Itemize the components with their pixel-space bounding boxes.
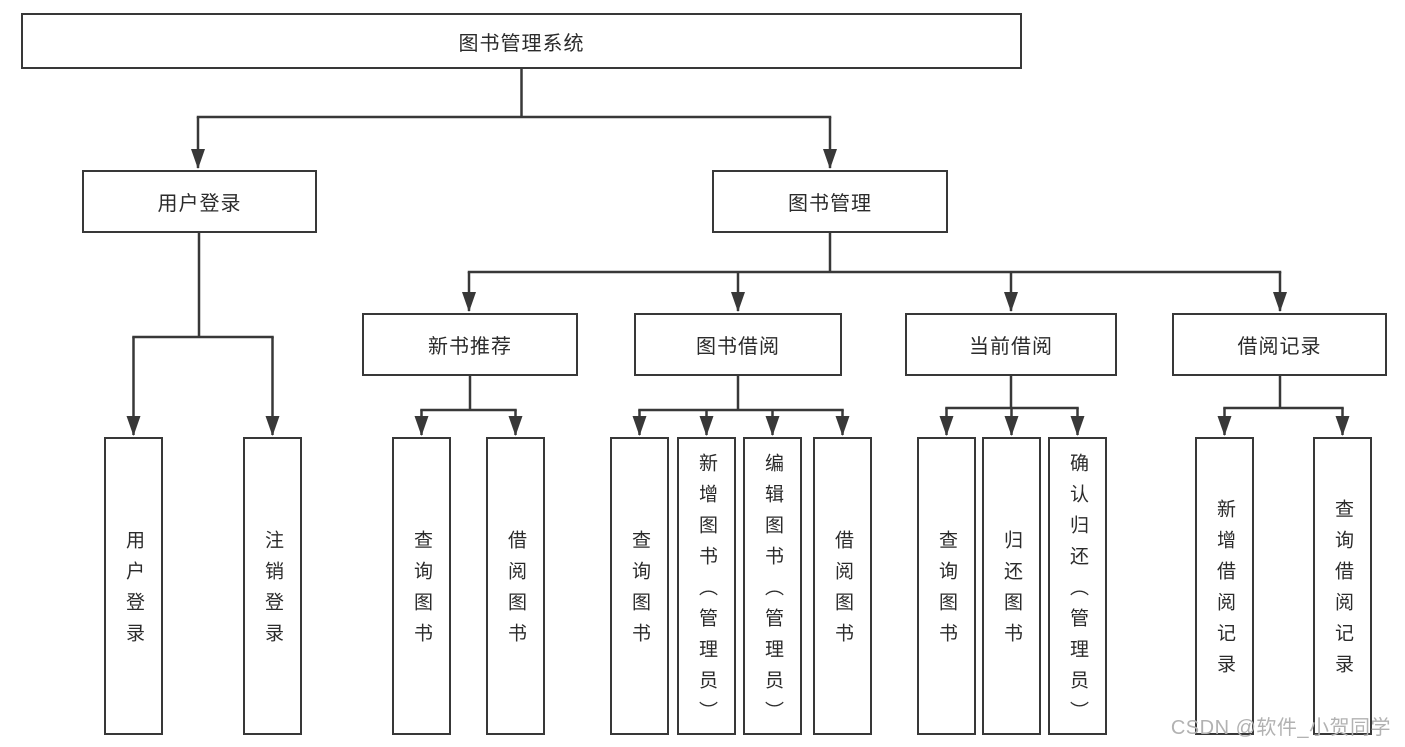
node-add-borrow-record: 新增借阅记录 — [1195, 437, 1254, 735]
node-user-login-module-label: 用户登录 — [157, 193, 242, 215]
node-logout-action: 注销登录 — [243, 437, 302, 735]
watermark: CSDN @软件_小贺同学 — [1170, 717, 1391, 739]
node-add-book-admin: 新增图书（管理员） — [677, 437, 736, 735]
node-current-search-books-label: 查询图书 — [936, 530, 957, 654]
node-edit-book-admin: 编辑图书（管理员） — [743, 437, 802, 735]
node-add-book-admin-label: 新增图书（管理员） — [696, 452, 717, 732]
node-book-borrowing-label: 图书借阅 — [696, 336, 780, 358]
node-recommend-borrow-books-label: 借阅图书 — [505, 530, 526, 654]
node-edit-book-admin-label: 编辑图书（管理员） — [762, 452, 783, 732]
node-new-book-recommend-label: 新书推荐 — [428, 336, 512, 358]
node-borrowing-search-books-label: 查询图书 — [629, 530, 650, 654]
node-borrowing-search-books: 查询图书 — [610, 437, 669, 735]
node-user-login-action-label: 用户登录 — [123, 530, 144, 654]
node-borrowing-borrow-books-label: 借阅图书 — [832, 530, 853, 654]
node-borrowing-records: 借阅记录 — [1172, 313, 1387, 376]
node-user-login-module: 用户登录 — [82, 170, 317, 233]
node-add-borrow-record-label: 新增借阅记录 — [1214, 499, 1235, 685]
node-library-management-system-label: 图书管理系统 — [458, 32, 585, 55]
node-recommend-search-books: 查询图书 — [392, 437, 451, 735]
node-user-login-action: 用户登录 — [104, 437, 163, 735]
node-search-borrow-record: 查询借阅记录 — [1313, 437, 1372, 735]
node-logout-action-label: 注销登录 — [262, 530, 283, 654]
node-new-book-recommend: 新书推荐 — [362, 313, 578, 376]
node-book-management-module: 图书管理 — [712, 170, 948, 233]
node-current-borrowing: 当前借阅 — [905, 313, 1117, 376]
node-book-borrowing: 图书借阅 — [634, 313, 842, 376]
node-book-management-module-label: 图书管理 — [788, 193, 872, 215]
node-return-books: 归还图书 — [982, 437, 1041, 735]
connector-group — [126, 69, 1350, 436]
node-borrowing-borrow-books: 借阅图书 — [813, 437, 872, 735]
node-current-search-books: 查询图书 — [917, 437, 976, 735]
node-confirm-return-admin-label: 确认归还（管理员） — [1067, 452, 1088, 732]
node-library-management-system: 图书管理系统 — [21, 13, 1022, 69]
node-return-books-label: 归还图书 — [1001, 530, 1022, 654]
node-current-borrowing-label: 当前借阅 — [969, 336, 1053, 358]
node-recommend-borrow-books: 借阅图书 — [486, 437, 545, 735]
node-search-borrow-record-label: 查询借阅记录 — [1332, 499, 1353, 685]
node-borrowing-records-label: 借阅记录 — [1237, 336, 1322, 358]
node-recommend-search-books-label: 查询图书 — [411, 530, 432, 654]
node-confirm-return-admin: 确认归还（管理员） — [1048, 437, 1107, 735]
